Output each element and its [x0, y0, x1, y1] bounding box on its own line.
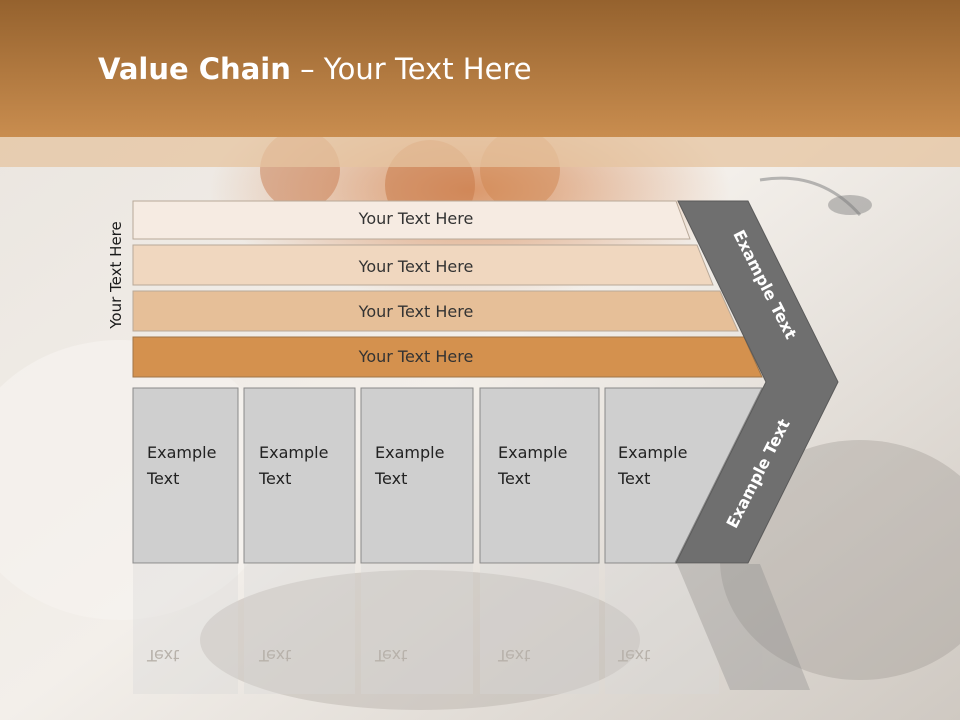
box-1-line1: Example [147, 443, 216, 462]
band-label-3: Your Text Here [358, 302, 474, 321]
box-reflection-3 [361, 564, 473, 694]
box-4-line2: Text [497, 469, 530, 488]
box-reflection-text-3: Text [374, 646, 407, 665]
box-1 [132, 387, 239, 564]
box-1-line2: Text [146, 469, 179, 488]
reflection-group [133, 564, 810, 694]
box-3-line1: Example [375, 443, 444, 462]
band-label-1: Your Text Here [358, 209, 474, 228]
box-reflection-text-4: Text [497, 646, 530, 665]
band-label-4: Your Text Here [358, 347, 474, 366]
chevron-reflection [677, 564, 810, 690]
slide-title: Value Chain – Your Text Here [98, 52, 532, 86]
box-reflection-2 [244, 564, 355, 694]
box-5-line2: Text [617, 469, 650, 488]
band-3 [132, 290, 739, 332]
box-reflection-text-5: Text [617, 646, 650, 665]
box-4 [479, 387, 600, 564]
box-4-line1: Example [498, 443, 567, 462]
band-2 [132, 244, 714, 286]
box-reflection-text-1: Text [146, 646, 179, 665]
box-reflection-4 [480, 564, 599, 694]
header-bar [0, 0, 960, 137]
band-label-2: Your Text Here [358, 257, 474, 276]
box-reflection-text-2: Text [258, 646, 291, 665]
box-reflection-5 [605, 564, 719, 694]
reflection-text-group: Text Text Text Text Text [146, 646, 650, 665]
box-2-line1: Example [259, 443, 328, 462]
band-1 [132, 200, 691, 240]
chevron-shape [675, 200, 839, 564]
header-band [0, 137, 960, 167]
box-2 [243, 387, 356, 564]
title-bold: Value Chain [98, 52, 291, 86]
box-5 [604, 387, 763, 564]
box-3-line2: Text [374, 469, 407, 488]
title-rest: – Your Text Here [290, 52, 532, 86]
box-2-line2: Text [258, 469, 291, 488]
box-reflection-1 [133, 564, 238, 694]
box-5-line1: Example [618, 443, 687, 462]
band-4 [132, 336, 763, 378]
box-3 [360, 387, 474, 564]
